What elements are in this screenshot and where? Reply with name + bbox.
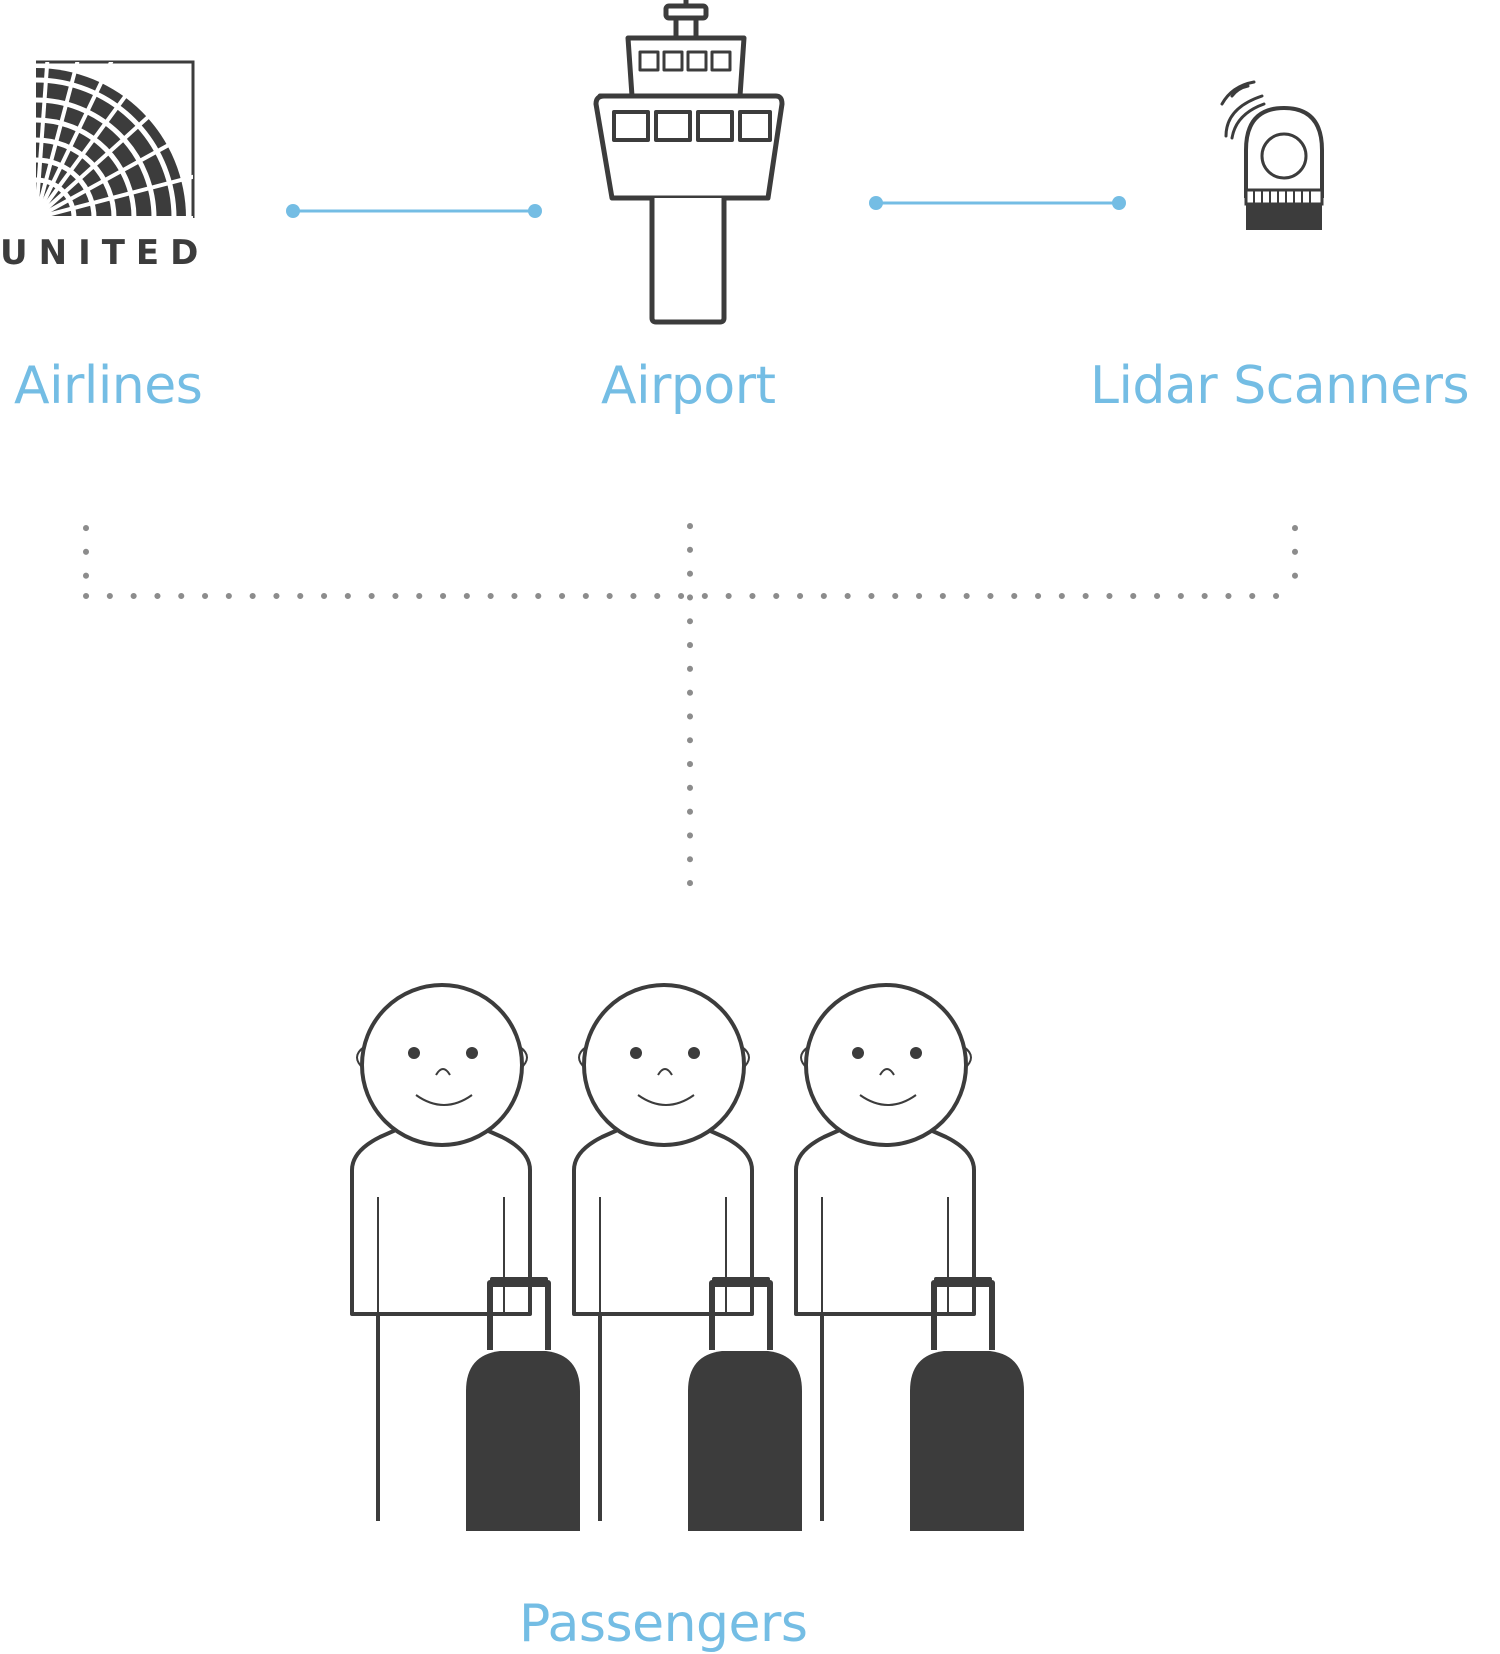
united-globe-logo bbox=[36, 60, 195, 218]
passenger-with-luggage-icon bbox=[352, 985, 580, 1531]
link-airlines-airport bbox=[286, 204, 542, 218]
control-tower-icon bbox=[593, 0, 785, 325]
link-airport-lidar bbox=[869, 196, 1126, 210]
lidar-scanner-icon bbox=[1220, 80, 1324, 230]
passengers-label: Passengers bbox=[519, 1594, 808, 1654]
passenger-with-luggage-icon bbox=[796, 985, 1024, 1531]
lidar-scanners-label: Lidar Scanners bbox=[1090, 356, 1470, 416]
airport-label: Airport bbox=[601, 356, 776, 416]
airlines-label: Airlines bbox=[14, 356, 203, 416]
dotted-connector bbox=[83, 523, 1298, 905]
united-logo-text: UNITED bbox=[0, 233, 210, 273]
passenger-with-luggage-icon bbox=[574, 985, 802, 1531]
passenger-group bbox=[352, 985, 1024, 1531]
